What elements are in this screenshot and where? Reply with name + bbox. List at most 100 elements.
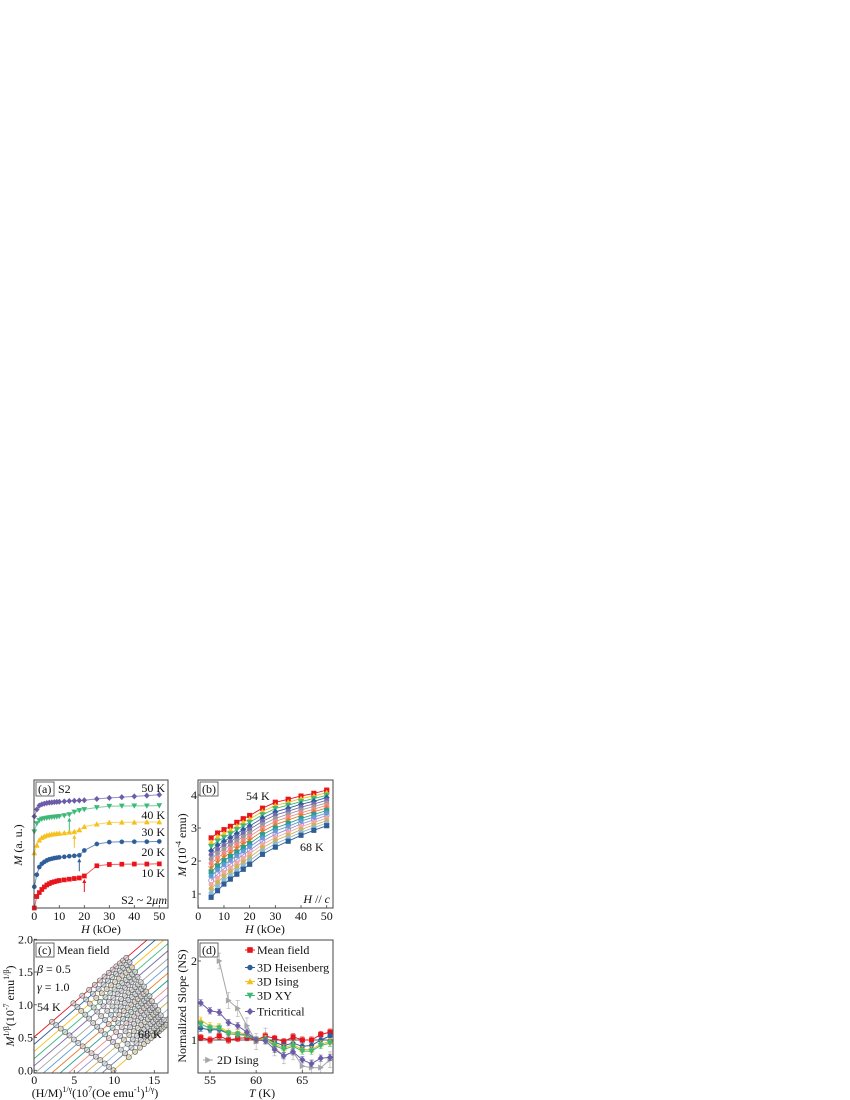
data-point-30K <box>76 826 83 833</box>
panel-a-frame <box>33 779 169 909</box>
panel-a-x-tick-label: 30 <box>103 909 115 923</box>
data-point-61K <box>98 1027 104 1034</box>
legend-marker-tricritical <box>246 1007 254 1016</box>
data-point-55K <box>113 970 119 977</box>
panel-d-y-tick-label: 1 <box>191 1033 197 1047</box>
data-point-64K <box>93 1053 99 1060</box>
panel-c-ylabel: M1/β(10-7 emu1/β) <box>2 966 17 1048</box>
data-point-60K <box>94 1023 101 1030</box>
data-point-30K <box>106 819 113 825</box>
data-point-59K <box>104 1007 111 1014</box>
data-point-56K <box>57 1025 64 1032</box>
label-54k-c: 54 K <box>37 1000 61 1014</box>
data-point-50K <box>76 797 83 804</box>
data-point-67K <box>122 1050 128 1057</box>
panel-a-label-box <box>35 781 55 797</box>
data-point-60K <box>102 1017 108 1023</box>
data-point-59K <box>90 1020 97 1026</box>
panel-a-x-tick-label: 10 <box>53 909 65 923</box>
panel-d-label-box <box>199 942 219 958</box>
data-point-50K <box>93 795 100 803</box>
data-point-60K <box>121 1000 128 1006</box>
data-point-66K <box>117 1046 124 1053</box>
data-point-54K <box>97 977 103 984</box>
data-point-68K <box>234 871 240 877</box>
data-point-57K <box>132 968 138 975</box>
data-point-tricritical <box>225 1019 232 1026</box>
panel-d-y-tick-label: 2 <box>191 954 197 968</box>
data-point-65K <box>130 1028 137 1035</box>
data-point-55K <box>53 1022 60 1029</box>
panel-b-x-tick-label: 30 <box>269 909 281 923</box>
data-point-66K <box>157 1012 164 1019</box>
data-point-30K <box>33 842 40 848</box>
data-point-mean-field <box>207 1037 213 1043</box>
data-point-tricritical <box>216 1009 223 1016</box>
data-point-63K <box>208 873 214 879</box>
data-point-tricritical <box>206 1007 214 1015</box>
data-point-tricritical <box>234 1022 241 1030</box>
panel-a-ylabel: M (a. u.) <box>11 824 25 866</box>
data-point-56K <box>246 819 253 826</box>
label-20k: 20 K <box>141 845 165 859</box>
panel-b-x-tick-label: 40 <box>295 909 307 923</box>
legend-marker-2d-ising <box>205 1056 212 1064</box>
panel-a-data <box>31 791 163 911</box>
data-point-61K <box>111 1016 118 1022</box>
legend-label: Tricritical <box>257 1005 305 1019</box>
data-point-mean-field <box>216 1033 222 1039</box>
data-point-59K <box>118 996 125 1002</box>
data-point-40K <box>56 814 63 820</box>
data-point-30K <box>156 819 163 825</box>
data-point-10K <box>119 861 125 867</box>
data-point-58K <box>114 991 121 998</box>
data-point-58K <box>110 994 117 1001</box>
data-point-63K <box>106 1035 112 1042</box>
fit-line-54K <box>34 940 148 1038</box>
panel-c-x-tick-label: 15 <box>148 1073 160 1087</box>
data-point-tricritical <box>271 1046 278 1053</box>
data-point-30K <box>56 830 63 836</box>
panel-b-label-box <box>199 781 219 797</box>
panel-b-ylabel: M (10-4 emu) <box>174 813 189 877</box>
data-point-59K <box>71 1036 77 1043</box>
data-point-66K <box>134 1032 140 1039</box>
data-point-56K <box>86 1000 93 1007</box>
data-point-20K <box>81 848 87 853</box>
label-68k: 68 K <box>300 840 324 854</box>
label-50k: 50 K <box>141 781 165 795</box>
data-point-55K <box>90 990 96 997</box>
label-10k: 10 K <box>141 866 165 880</box>
data-point-tricritical <box>308 1060 315 1068</box>
panel-c-data <box>34 940 168 1073</box>
data-point-3d-xy <box>308 1048 315 1055</box>
data-point-30K <box>93 821 100 827</box>
data-point-20K <box>76 852 82 858</box>
data-point-61K <box>105 1021 112 1027</box>
data-point-mean-field <box>225 1037 232 1043</box>
data-point-tricritical <box>262 1037 269 1045</box>
data-point-20K <box>34 872 40 878</box>
data-point-54K <box>109 966 116 973</box>
data-point-40K <box>93 805 100 811</box>
data-point-60K <box>75 1040 82 1046</box>
data-point-61K <box>120 1008 127 1014</box>
data-point-30K <box>143 819 150 825</box>
panel-c-label: (c) <box>38 943 51 957</box>
panel-d-frame <box>197 939 334 1074</box>
data-point-57K <box>115 983 122 989</box>
panel-c-y-tick-label: 1.5 <box>18 965 33 979</box>
data-point-64K <box>122 1028 129 1035</box>
data-point-68K <box>141 1041 147 1048</box>
data-point-2d-ising <box>318 1064 324 1071</box>
panel-b-y-tick-label: 2 <box>191 854 197 868</box>
data-point-tricritical <box>289 1048 297 1056</box>
data-point-65K <box>114 1042 120 1049</box>
panel-c-frame <box>33 939 169 1074</box>
data-point-61K <box>213 857 222 865</box>
data-point-10K <box>71 876 77 881</box>
data-point-3d-xy <box>299 1048 306 1055</box>
